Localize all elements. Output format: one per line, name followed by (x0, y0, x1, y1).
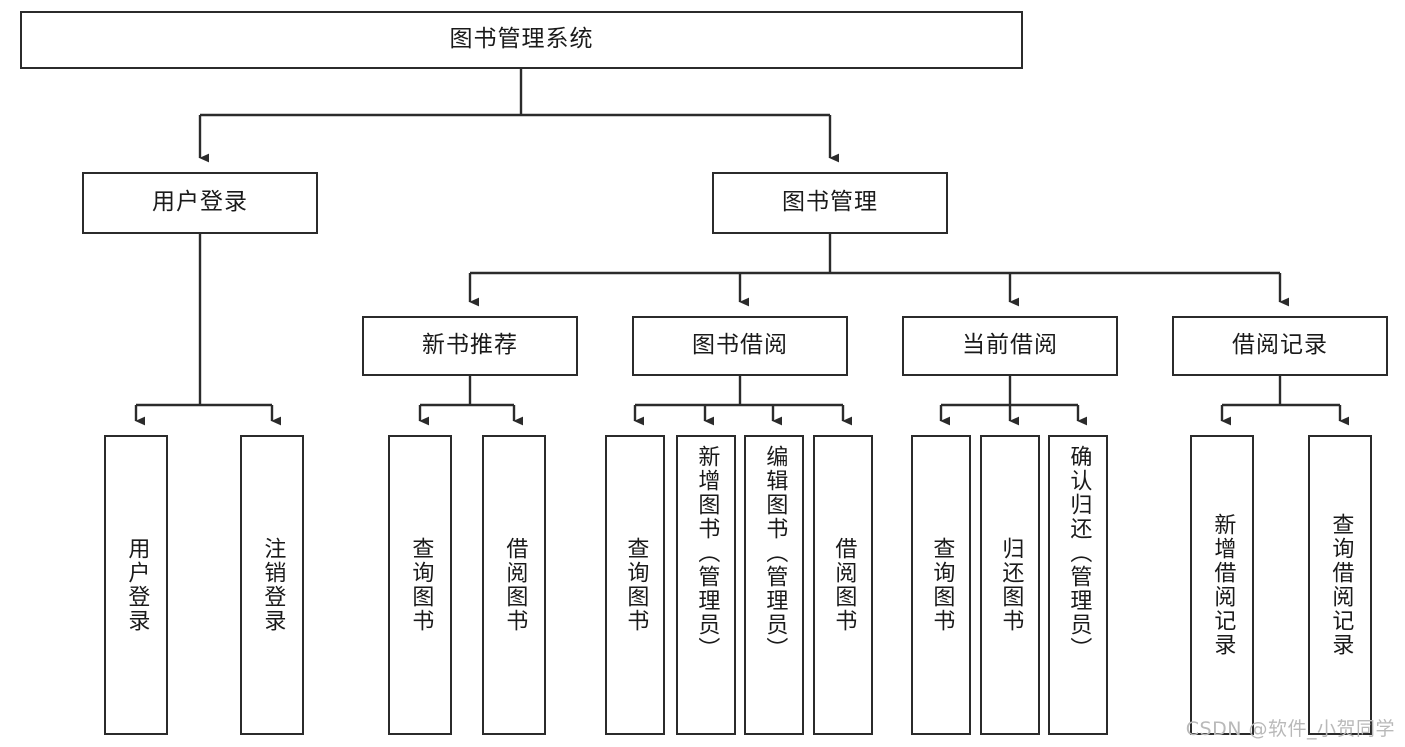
node-leaf-rec-borrow-book[interactable]: 借阅图书 (482, 435, 546, 735)
node-leaf-cur-query-book[interactable]: 查询图书 (911, 435, 971, 735)
node-current-borrow[interactable]: 当前借阅 (902, 316, 1118, 376)
node-leaf-rec-query-book-label: 查询图书 (408, 537, 434, 633)
node-leaf-confirm-return[interactable]: 确认归还（管理员） (1048, 435, 1108, 735)
node-user-login[interactable]: 用户登录 (82, 172, 318, 234)
node-leaf-add-book-label: 新增图书（管理员） (694, 445, 720, 661)
node-leaf-logout-label: 注销登录 (260, 537, 286, 633)
node-new-book-rec[interactable]: 新书推荐 (362, 316, 578, 376)
node-leaf-user-login-label: 用户登录 (124, 537, 150, 633)
csdn-watermark: CSDN @软件_小贺同学 (1185, 718, 1395, 740)
node-leaf-return-book[interactable]: 归还图书 (980, 435, 1040, 735)
node-root-system[interactable]: 图书管理系统 (20, 11, 1023, 69)
node-leaf-borrow-query-book[interactable]: 查询图书 (605, 435, 665, 735)
node-leaf-cur-query-book-label: 查询图书 (929, 537, 955, 633)
node-book-manage[interactable]: 图书管理 (712, 172, 948, 234)
node-leaf-borrow-query-book-label: 查询图书 (623, 537, 649, 633)
node-leaf-add-record-label: 新增借阅记录 (1210, 513, 1236, 657)
node-leaf-confirm-return-label: 确认归还（管理员） (1066, 445, 1092, 661)
node-leaf-query-record[interactable]: 查询借阅记录 (1308, 435, 1372, 735)
node-borrow-record[interactable]: 借阅记录 (1172, 316, 1388, 376)
node-leaf-borrow-book[interactable]: 借阅图书 (813, 435, 873, 735)
node-leaf-add-record[interactable]: 新增借阅记录 (1190, 435, 1254, 735)
node-leaf-rec-query-book[interactable]: 查询图书 (388, 435, 452, 735)
node-leaf-rec-borrow-book-label: 借阅图书 (502, 537, 528, 633)
node-leaf-logout[interactable]: 注销登录 (240, 435, 304, 735)
node-leaf-return-book-label: 归还图书 (998, 537, 1024, 633)
node-leaf-edit-book-label: 编辑图书（管理员） (762, 445, 788, 661)
node-book-borrow[interactable]: 图书借阅 (632, 316, 848, 376)
node-leaf-edit-book[interactable]: 编辑图书（管理员） (744, 435, 804, 735)
node-leaf-add-book[interactable]: 新增图书（管理员） (676, 435, 736, 735)
node-leaf-query-record-label: 查询借阅记录 (1328, 513, 1354, 657)
node-leaf-user-login[interactable]: 用户登录 (104, 435, 168, 735)
node-leaf-borrow-book-label: 借阅图书 (831, 537, 857, 633)
